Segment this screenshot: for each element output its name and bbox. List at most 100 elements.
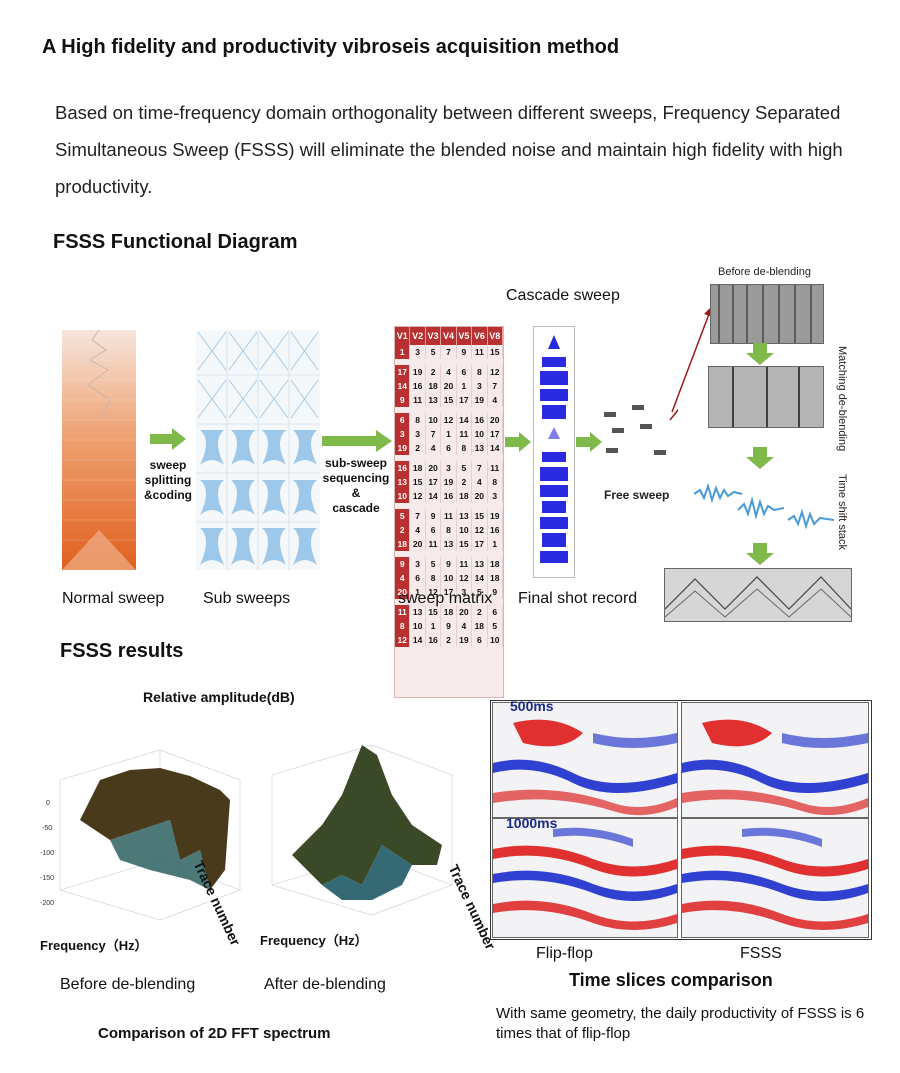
matrix-cell: 17 bbox=[426, 475, 442, 489]
matrix-cell: 11 bbox=[410, 393, 426, 407]
matrix-cell: 11 bbox=[472, 345, 488, 359]
matrix-cell: 11 bbox=[488, 461, 503, 475]
arrow-down-icon bbox=[746, 343, 774, 365]
matrix-cell: 18 bbox=[488, 571, 503, 585]
matrix-cell: 6 bbox=[410, 571, 426, 585]
matrix-cell: 17 bbox=[395, 365, 411, 379]
matrix-cell: 20 bbox=[472, 489, 488, 503]
before-deblending-label: Before de-blending bbox=[718, 266, 811, 278]
matrix-cell: 13 bbox=[410, 605, 426, 619]
free-sweep-waveforms bbox=[694, 480, 834, 530]
sub-sweeps-image bbox=[196, 330, 320, 570]
matrix-cell: 1 bbox=[488, 537, 503, 551]
matrix-cell: 6 bbox=[472, 633, 488, 647]
matrix-cell: 3 bbox=[410, 427, 426, 441]
matrix-cell: 15 bbox=[457, 537, 473, 551]
matrix-cell: 6 bbox=[488, 605, 503, 619]
matrix-cell: 11 bbox=[457, 557, 473, 571]
matrix-cell: 18 bbox=[395, 537, 411, 551]
matrix-cell: 9 bbox=[488, 585, 503, 599]
arrow-right-icon bbox=[150, 428, 186, 450]
matrix-cell: 4 bbox=[410, 523, 426, 537]
matrix-header-cell: V8 bbox=[488, 327, 503, 345]
arrow-right-icon bbox=[576, 432, 602, 452]
matrix-cell: 2 bbox=[395, 523, 411, 537]
results-heading: FSSS results bbox=[60, 640, 184, 662]
matrix-cell: 12 bbox=[426, 585, 442, 599]
matrix-cell: 9 bbox=[441, 619, 457, 633]
matrix-cell: 18 bbox=[457, 489, 473, 503]
matrix-cell: 18 bbox=[426, 379, 442, 393]
matrix-cell: 10 bbox=[395, 489, 411, 503]
matrix-cell: 15 bbox=[441, 393, 457, 407]
cascade-sweep-image bbox=[533, 326, 575, 578]
matrix-cell: 14 bbox=[472, 571, 488, 585]
intro-paragraph: Based on time-frequency domain orthogona… bbox=[55, 102, 843, 197]
matrix-cell: 3 bbox=[488, 489, 503, 503]
normal-sweep-label: Normal sweep bbox=[62, 590, 165, 607]
before-deblending-panel bbox=[710, 284, 824, 344]
matrix-cell: 2 bbox=[441, 633, 457, 647]
matrix-cell: 20 bbox=[441, 379, 457, 393]
matrix-cell: 10 bbox=[410, 619, 426, 633]
fft-caption: Comparison of 2D FFT spectrum bbox=[98, 1025, 331, 1042]
matrix-cell: 12 bbox=[457, 571, 473, 585]
frequency-label-before: Frequency（Hz） bbox=[40, 938, 148, 953]
matrix-cell: 12 bbox=[410, 489, 426, 503]
arrow-down-icon bbox=[746, 447, 774, 469]
matrix-cell: 1 bbox=[441, 427, 457, 441]
matrix-cell: 12 bbox=[395, 633, 411, 647]
matrix-cell: 3 bbox=[410, 557, 426, 571]
svg-text:-100: -100 bbox=[40, 850, 54, 857]
matrix-cell: 3 bbox=[410, 345, 426, 359]
matrix-cell: 6 bbox=[395, 413, 411, 427]
matrix-cell: 4 bbox=[488, 393, 503, 407]
matrix-cell: 3 bbox=[441, 461, 457, 475]
sweep-matrix-label: sweep matrix bbox=[398, 590, 493, 607]
svg-text:-200: -200 bbox=[40, 900, 54, 907]
arrow-down-icon bbox=[746, 543, 774, 565]
matrix-cell: 8 bbox=[488, 475, 503, 489]
matrix-cell: 16 bbox=[441, 489, 457, 503]
matrix-header-cell: V5 bbox=[457, 327, 473, 345]
matrix-cell: 6 bbox=[441, 441, 457, 455]
matrix-cell: 17 bbox=[457, 393, 473, 407]
matrix-cell: 18 bbox=[488, 557, 503, 571]
matrix-cell: 19 bbox=[488, 509, 503, 523]
matrix-cell: 19 bbox=[441, 475, 457, 489]
matrix-cell: 2 bbox=[410, 441, 426, 455]
matrix-cell: 17 bbox=[488, 427, 503, 441]
matrix-cell: 9 bbox=[441, 557, 457, 571]
slice-1000ms-fsss bbox=[681, 818, 869, 938]
slice-1000ms-flipflop bbox=[492, 818, 678, 938]
matrix-cell: 16 bbox=[472, 413, 488, 427]
matrix-cell: 18 bbox=[410, 461, 426, 475]
matrix-cell: 20 bbox=[457, 605, 473, 619]
matrix-cell: 15 bbox=[410, 475, 426, 489]
matrix-cell: 16 bbox=[426, 633, 442, 647]
matrix-header-cell: V1 bbox=[395, 327, 411, 345]
matrix-cell: 5 bbox=[395, 509, 411, 523]
matrix-cell: 20 bbox=[410, 537, 426, 551]
matrix-cell: 5 bbox=[426, 345, 442, 359]
matrix-cell: 18 bbox=[441, 605, 457, 619]
matrix-cell: 20 bbox=[488, 413, 503, 427]
spectrum-after-plot bbox=[262, 735, 477, 935]
matrix-cell: 12 bbox=[488, 365, 503, 379]
matrix-cell: 19 bbox=[472, 393, 488, 407]
matrix-cell: 6 bbox=[457, 365, 473, 379]
matrix-cell: 11 bbox=[457, 427, 473, 441]
time-slices-title: Time slices comparison bbox=[569, 970, 773, 990]
matrix-cell: 1 bbox=[457, 379, 473, 393]
